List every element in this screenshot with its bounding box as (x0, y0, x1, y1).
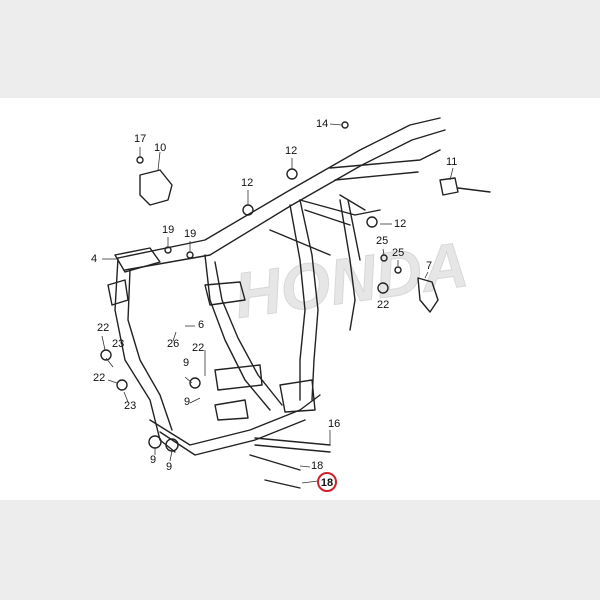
honda-watermark: HONDA (230, 228, 472, 332)
callout-19-a: 19 (162, 224, 175, 236)
callout-14: 14 (316, 118, 329, 130)
frame-head-tube (107, 247, 161, 306)
callout-23-a: 23 (112, 338, 125, 350)
diagram-panel (0, 98, 600, 500)
callout-9-b: 9 (184, 396, 191, 408)
callout-17: 17 (134, 133, 147, 145)
bracket-10 (139, 169, 173, 206)
frame-lower-cradle (149, 394, 321, 456)
callout-22-c: 22 (97, 322, 110, 334)
callout-19-b: 19 (184, 228, 197, 240)
callout-9-a: 9 (183, 357, 190, 369)
callout-12-b: 12 (241, 177, 254, 189)
callout-6: 6 (198, 319, 205, 331)
frame-seat-rail (329, 149, 441, 181)
callout-26: 26 (167, 338, 180, 350)
callout-25-a: 25 (376, 235, 389, 247)
callout-10: 10 (154, 142, 167, 154)
callout-18-a: 18 (311, 460, 324, 472)
long-bolt-18a (249, 454, 301, 471)
long-bolt-16 (254, 437, 331, 453)
callout-12-c: 12 (394, 218, 407, 230)
callout-16: 16 (328, 418, 341, 430)
callout-7: 7 (426, 260, 433, 272)
long-bolt-18b (264, 479, 301, 489)
frame-top-tube (117, 117, 446, 271)
callout-9-c: 9 (150, 454, 157, 466)
callout-22-a: 22 (192, 342, 205, 354)
part-11 (439, 177, 491, 196)
callout-9-d: 9 (166, 461, 173, 473)
callout-23-b: 23 (124, 400, 137, 412)
callout-25-b: 25 (392, 247, 405, 259)
callout-22-d: 22 (93, 372, 106, 384)
bracket-7 (417, 277, 439, 313)
frame-down-tube-left (114, 257, 176, 453)
callout-22-b: 22 (377, 299, 390, 311)
callout-12-a: 12 (285, 145, 298, 157)
callout-4: 4 (91, 253, 98, 265)
callout-11: 11 (446, 156, 458, 168)
highlighted-callout-18[interactable]: 18 (317, 472, 337, 492)
